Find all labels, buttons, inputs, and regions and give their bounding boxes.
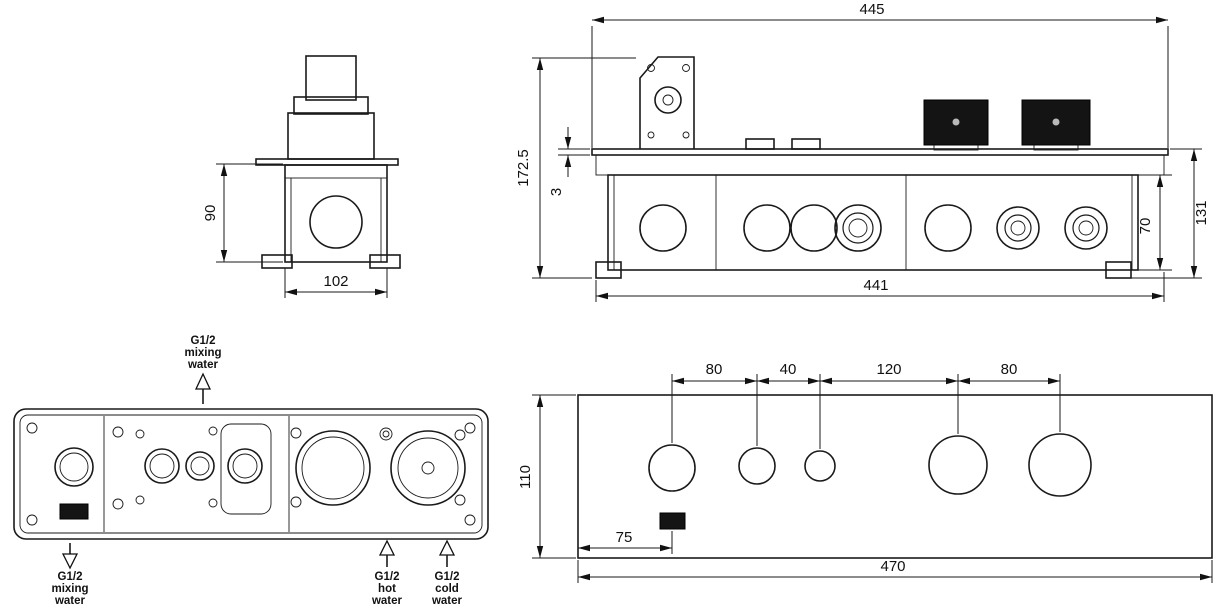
dim-front-plate-thickness: 3 xyxy=(548,127,590,196)
mixing-bottom-label-line1: G1/2 xyxy=(58,571,83,583)
plan-outlet-block xyxy=(59,503,89,520)
cold-label-line1: G1/2 xyxy=(435,571,460,583)
plan-view: G1/2 mixing water G1/2 mixing water G1/2… xyxy=(13,335,489,607)
front-view-bracket xyxy=(639,56,695,149)
arrow-up-icon xyxy=(438,539,456,556)
side-view: 90 102 xyxy=(202,55,401,298)
module-screw-dot xyxy=(1052,118,1060,126)
dim-spacing-3-text: 120 xyxy=(876,361,901,378)
arrow-up-icon xyxy=(194,372,212,390)
annotation-cold-water: G1/2 cold water xyxy=(431,539,463,607)
port-layout-outline xyxy=(577,394,1213,559)
plan-view-right-valves xyxy=(290,427,466,508)
cold-label-line2: cold xyxy=(435,583,459,595)
annotation-mixing-water-top: G1/2 mixing water xyxy=(184,335,222,404)
dim-side-width: 102 xyxy=(284,268,388,298)
side-view-body xyxy=(261,164,401,269)
front-view: 445 xyxy=(515,1,1210,302)
mixing-top-label-line2: mixing xyxy=(184,347,221,359)
arrow-down-icon xyxy=(61,553,79,570)
dim-port-total-width-text: 470 xyxy=(880,558,905,575)
dim-side-height-text: 90 xyxy=(202,205,219,222)
dim-front-body-height-text: 70 xyxy=(1137,218,1154,235)
dim-front-overall-height: 172.5 xyxy=(515,57,636,279)
dim-front-right-height: 131 xyxy=(1131,148,1210,279)
cold-label-line3: water xyxy=(431,595,463,607)
port-layout-view: 80 40 120 80 110 75 470 xyxy=(517,361,1213,583)
dim-port-spacings: 80 40 120 80 xyxy=(671,361,1061,449)
dim-front-overall-height-text: 172.5 xyxy=(515,149,532,187)
dim-spacing-1-text: 80 xyxy=(706,361,723,378)
hot-label-line2: hot xyxy=(378,583,396,595)
front-view-control-modules xyxy=(923,99,1091,151)
plan-view-box xyxy=(13,408,489,540)
dim-spacing-4-text: 80 xyxy=(1001,361,1018,378)
plan-view-left-ports xyxy=(54,426,124,520)
annotation-hot-water: G1/2 hot water xyxy=(371,539,403,607)
hot-label-line3: water xyxy=(371,595,403,607)
dim-port-height: 110 xyxy=(517,394,576,559)
arrow-up-icon xyxy=(378,539,396,556)
dim-front-top-width: 445 xyxy=(591,1,1169,148)
front-view-body xyxy=(595,174,1139,279)
dim-port-offset-text: 75 xyxy=(616,529,633,546)
hot-label-line1: G1/2 xyxy=(375,571,400,583)
dim-front-body-height: 70 xyxy=(1137,174,1172,271)
side-view-cartridge xyxy=(287,55,375,160)
dim-port-total-width: 470 xyxy=(577,558,1213,583)
dim-spacing-2-text: 40 xyxy=(780,361,797,378)
dim-front-top-width-text: 445 xyxy=(859,1,884,18)
annotation-mixing-water-bottom: G1/2 mixing water xyxy=(51,543,89,607)
mixing-bottom-label-line3: water xyxy=(54,595,86,607)
dim-port-offset: 75 xyxy=(578,529,673,554)
dim-front-plate-thickness-text: 3 xyxy=(548,188,565,196)
dim-side-width-text: 102 xyxy=(323,273,348,290)
mixing-top-label-line1: G1/2 xyxy=(191,335,216,347)
dim-front-bottom-width: 441 xyxy=(595,272,1165,302)
dim-front-bottom-width-text: 441 xyxy=(863,277,888,294)
port-layout-ports xyxy=(648,433,1092,530)
plan-view-middle-ports xyxy=(135,423,272,515)
module-screw-dot xyxy=(952,118,960,126)
port-outlet-block xyxy=(659,512,686,530)
dim-port-height-text: 110 xyxy=(517,465,534,489)
dim-side-height: 90 xyxy=(202,163,283,263)
mixing-top-label-line3: water xyxy=(187,359,219,371)
dim-front-right-height-text: 131 xyxy=(1193,200,1210,225)
mixing-bottom-label-line2: mixing xyxy=(51,583,88,595)
